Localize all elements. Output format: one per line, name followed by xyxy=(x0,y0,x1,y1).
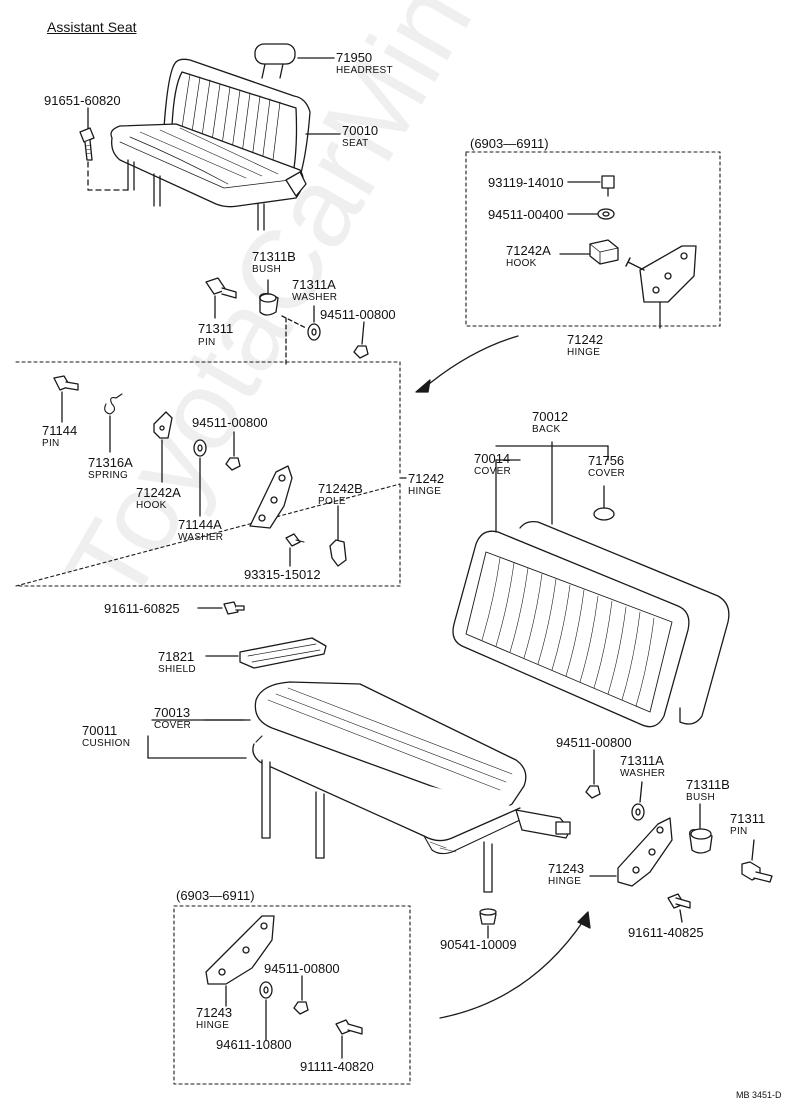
part-name-washer: WASHER xyxy=(178,532,224,543)
part-name-bush-right: BUSH xyxy=(686,792,715,803)
part-number-71243-right: 71243 xyxy=(548,861,585,876)
part-name-hinge-right: HINGE xyxy=(548,876,582,887)
cushion-drawing xyxy=(252,681,571,893)
part-number-94511-00800-box: 94511-00800 xyxy=(192,415,268,430)
part-name-cover-cushion: COVER xyxy=(154,720,192,731)
bottom-part-number-71243: 71243 xyxy=(196,1005,233,1020)
part-name-washer-top: WASHER xyxy=(292,292,338,303)
bottom-inset-range: (6903—6911) xyxy=(176,888,255,903)
part-name-seat: SEAT xyxy=(342,138,369,149)
part-number-93119-14010: 93119-14010 xyxy=(488,175,564,190)
headrest-drawing xyxy=(254,43,296,79)
top-inset-range: (6903—6911) xyxy=(470,136,549,151)
backrest-drawing xyxy=(452,507,730,728)
part-number-91111-40820: 91111-40820 xyxy=(300,1059,374,1074)
part-number-71144a: 71144A xyxy=(178,517,222,532)
part-name-spring: SPRING xyxy=(88,470,129,481)
part-number-71144: 71144 xyxy=(42,423,78,438)
part-number-71316a: 71316A xyxy=(88,455,133,470)
diagram-title: Assistant Seat xyxy=(47,19,137,35)
drawing-code: MB 3451-D xyxy=(736,1090,782,1100)
part-number-94511-00800-right: 94511-00800 xyxy=(556,735,632,750)
part-number-94511-00800-top: 94511-00800 xyxy=(320,307,396,322)
part-name-hinge-box: HINGE xyxy=(408,486,442,497)
part-number-70014: 70014 xyxy=(474,451,511,466)
part-name-bush-top: BUSH xyxy=(252,264,281,275)
part-name-cover-back: COVER xyxy=(474,466,512,477)
part-number-70013: 70013 xyxy=(154,705,191,720)
part-number-70011: 70011 xyxy=(82,723,118,738)
part-number-91611-60825: 91611-60825 xyxy=(104,601,180,616)
part-number-71311a-right: 71311A xyxy=(620,753,664,768)
part-number-91611-40825: 91611-40825 xyxy=(628,925,704,940)
part-number-71311-right: 71311 xyxy=(730,811,766,826)
part-number-70012: 70012 xyxy=(532,409,569,424)
inset-part-name-hook: HOOK xyxy=(506,258,537,269)
part-number-71756: 71756 xyxy=(588,453,625,468)
bottom-part-name-hinge: HINGE xyxy=(196,1020,230,1031)
part-number-71311-top: 71311 xyxy=(198,321,234,336)
part-name-cover-71756: COVER xyxy=(588,468,626,479)
part-number-70010: 70010 xyxy=(342,123,379,138)
part-name-pin-right: PIN xyxy=(730,826,748,837)
part-number-71821: 71821 xyxy=(158,649,195,664)
bolt-91651-60820-drawing xyxy=(79,127,131,191)
part-name-hook-box: HOOK xyxy=(136,500,167,511)
part-number-94611-10800: 94611-10800 xyxy=(216,1037,292,1052)
part-number-71311a-top: 71311A xyxy=(292,277,336,292)
part-name-headrest: HEADREST xyxy=(336,65,393,76)
inset-part-number-71242: 71242 xyxy=(567,332,604,347)
top-seat-drawing xyxy=(110,58,311,231)
part-number-71242b: 71242B xyxy=(318,481,363,496)
part-name-pin-top: PIN xyxy=(198,337,216,348)
part-number-71311b-top: 71311B xyxy=(252,249,296,264)
inset-part-number-71242a: 71242A xyxy=(506,243,551,258)
part-name-back: BACK xyxy=(532,424,561,435)
part-name-cushion: CUSHION xyxy=(82,738,131,749)
part-name-shield: SHIELD xyxy=(158,664,196,675)
part-name-pin: PIN xyxy=(42,438,60,449)
part-name-pole: POLE xyxy=(318,496,346,507)
part-number-71242-box: 71242 xyxy=(408,471,445,486)
part-number-91651-60820: 91651-60820 xyxy=(44,93,121,108)
inset-part-name-hinge: HINGE xyxy=(567,347,601,358)
part-number-71311b-right: 71311B xyxy=(686,777,730,792)
bottom-part-number-94511-00800: 94511-00800 xyxy=(264,961,340,976)
part-number-93315-15012: 93315-15012 xyxy=(244,567,321,582)
part-number-71950: 71950 xyxy=(336,50,373,65)
part-name-washer-right: WASHER xyxy=(620,768,666,779)
part-number-90541-10009: 90541-10009 xyxy=(440,937,517,952)
part-number-71242a-box: 71242A xyxy=(136,485,181,500)
part-number-94511-00400: 94511-00400 xyxy=(488,207,564,222)
